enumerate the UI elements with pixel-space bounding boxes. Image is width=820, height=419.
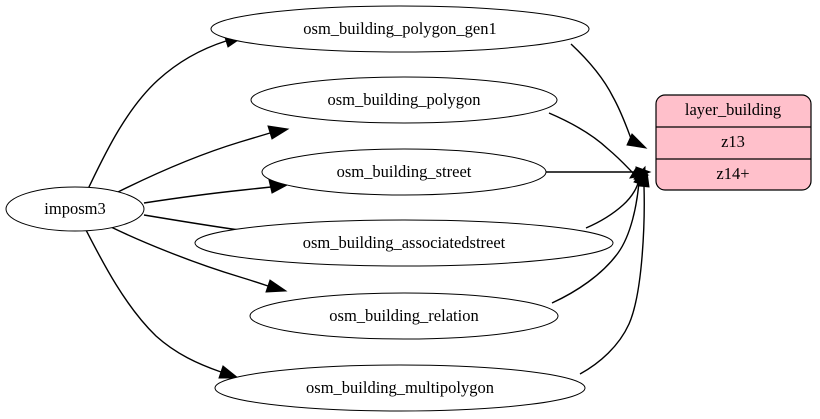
node-osm-building-multipolygon[interactable]: osm_building_multipolygon xyxy=(214,364,586,412)
node-layer-building-row-z14plus: z14+ xyxy=(716,164,749,183)
edge-osm-building-polygon-gen1-to-layer-building-z13 xyxy=(570,43,648,149)
node-osm-building-associatedstreet-shape[interactable] xyxy=(194,219,614,267)
node-layer-building[interactable]: layer_building z13 z14+ xyxy=(655,94,812,191)
edge-imposm3-to-osm-building-street xyxy=(143,179,291,204)
node-osm-building-relation-shape[interactable] xyxy=(249,292,559,340)
edge-osm-building-multipolygon-to-layer-building-z14 xyxy=(579,170,650,375)
node-osm-building-street-shape[interactable] xyxy=(261,148,547,196)
edge-group-tables-to-layer xyxy=(546,43,652,375)
node-layer-building-shape[interactable] xyxy=(655,94,812,191)
node-osm-building-polygon-gen1-label: osm_building_polygon_gen1 xyxy=(303,19,496,38)
node-osm-building-polygon[interactable]: osm_building_polygon xyxy=(250,76,558,124)
node-osm-building-relation[interactable]: osm_building_relation xyxy=(249,292,559,340)
node-osm-building-multipolygon-shape[interactable] xyxy=(214,364,586,412)
node-osm-building-polygon-label: osm_building_polygon xyxy=(327,90,480,109)
node-osm-building-multipolygon-label: osm_building_multipolygon xyxy=(306,378,494,397)
node-imposm3[interactable]: imposm3 xyxy=(5,186,145,232)
node-layer-building-row-z13: z13 xyxy=(721,132,745,151)
edge-imposm3-to-osm-building-polygon xyxy=(115,125,290,194)
node-imposm3-label: imposm3 xyxy=(44,199,105,218)
node-layer-building-row-name: layer_building xyxy=(685,100,781,119)
node-osm-building-associatedstreet-label: osm_building_associatedstreet xyxy=(303,233,506,252)
edge-imposm3-to-osm-building-polygon-gen1 xyxy=(87,33,246,190)
edge-osm-building-associatedstreet-to-layer-building-z14 xyxy=(585,165,646,229)
node-osm-building-polygon-shape[interactable] xyxy=(250,76,558,124)
edge-imposm3-to-osm-building-relation xyxy=(110,226,288,293)
node-osm-building-polygon-gen1-shape[interactable] xyxy=(210,5,590,53)
node-osm-building-relation-label: osm_building_relation xyxy=(329,306,478,325)
node-imposm3-shape[interactable] xyxy=(5,186,145,232)
node-osm-building-street-label: osm_building_street xyxy=(337,162,472,181)
edge-imposm3-to-osm-building-multipolygon xyxy=(85,229,240,379)
node-osm-building-street[interactable]: osm_building_street xyxy=(261,148,547,196)
node-osm-building-associatedstreet[interactable]: osm_building_associatedstreet xyxy=(194,219,614,267)
node-osm-building-polygon-gen1[interactable]: osm_building_polygon_gen1 xyxy=(210,5,590,53)
